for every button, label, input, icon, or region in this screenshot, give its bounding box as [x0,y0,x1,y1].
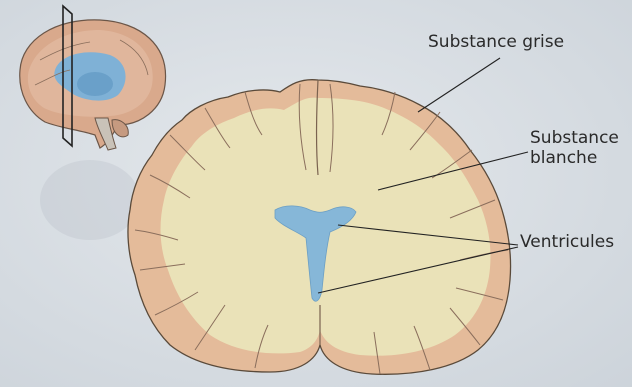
shadow-smudge [40,160,140,240]
label-white-matter: Substance blanche [530,128,619,168]
label-ventricles: Ventricules [520,232,614,252]
label-grey-matter: Substance grise [428,32,564,52]
label-ventricles-text: Ventricules [520,232,614,252]
label-grey-matter-text: Substance grise [428,32,564,52]
label-white-matter-line2: blanche [530,148,619,168]
label-white-matter-line1: Substance [530,128,619,148]
